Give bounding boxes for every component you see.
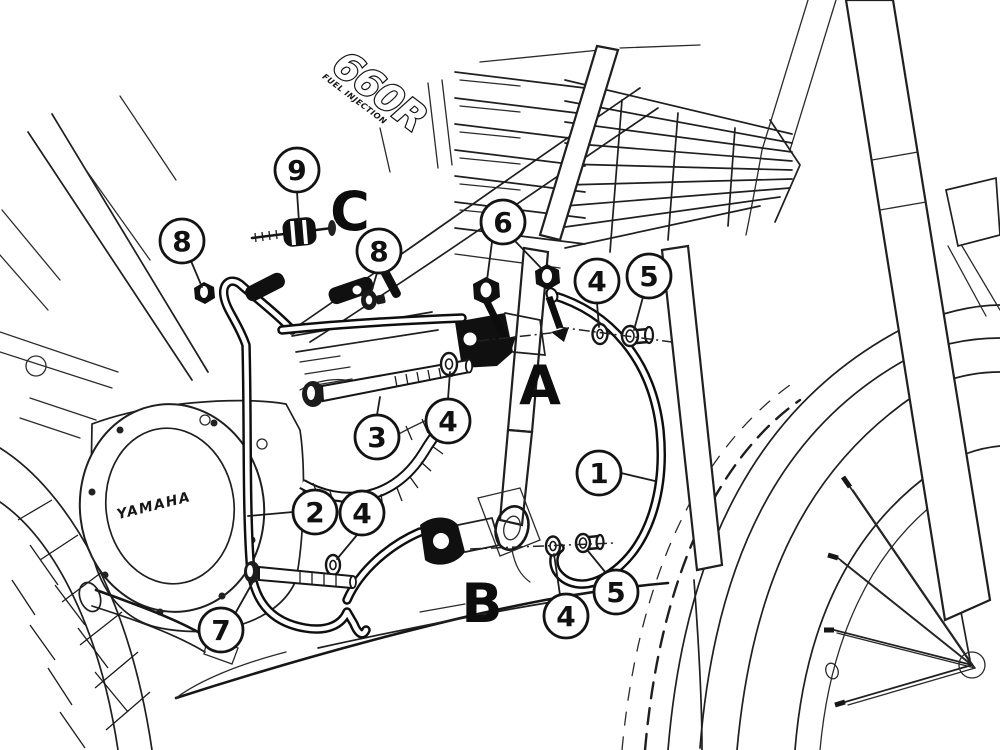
svg-text:4: 4 <box>352 497 371 530</box>
svg-text:3: 3 <box>367 421 386 454</box>
callout-5-bottom: 5 <box>592 568 640 616</box>
radiator-grille <box>454 44 801 269</box>
callout-4-top: 4 <box>573 257 621 305</box>
front-wheel <box>621 0 1000 750</box>
svg-text:7: 7 <box>211 614 230 647</box>
callout-8-right: 8 <box>355 227 403 275</box>
engine-guard <box>218 259 666 639</box>
bracket-b <box>420 517 502 565</box>
spacer-9 <box>250 217 336 247</box>
callout-4-left: 4 <box>338 489 386 537</box>
model-logo: 660R FUEL INJECTION <box>321 41 436 141</box>
axis-lines <box>469 326 673 550</box>
svg-text:9: 9 <box>287 154 306 187</box>
callouts: 9 8 8 6 4 5 3 4 2 4 1 5 4 7 <box>158 146 673 654</box>
frame-lines <box>0 0 837 439</box>
frame-downtubes <box>498 44 724 572</box>
tire-knobs <box>11 499 151 749</box>
bolt-3 <box>302 358 474 407</box>
washer-4-left <box>324 553 342 577</box>
svg-text:4: 4 <box>438 405 457 438</box>
svg-text:2: 2 <box>305 496 324 529</box>
bolt-7 <box>244 561 357 590</box>
callout-7: 7 <box>197 606 245 654</box>
washer-4-bottom <box>544 535 562 557</box>
svg-text:5: 5 <box>639 260 658 293</box>
svg-text:5: 5 <box>606 576 625 609</box>
marker-b: B <box>461 572 502 635</box>
nut-6-right <box>535 264 560 290</box>
svg-text:4: 4 <box>587 265 606 298</box>
svg-text:8: 8 <box>369 235 388 268</box>
callout-2: 2 <box>291 488 339 536</box>
nut-8-left <box>194 282 215 304</box>
callout-4-bottom: 4 <box>542 592 590 640</box>
leader-lines <box>190 191 656 613</box>
svg-text:4: 4 <box>556 600 575 633</box>
svg-text:1: 1 <box>589 457 608 490</box>
guard-left-loop <box>218 276 371 639</box>
washer-4-top <box>591 322 609 346</box>
svg-text:8: 8 <box>172 225 191 258</box>
svg-text:6: 6 <box>493 206 512 239</box>
callout-6: 6 <box>479 198 527 246</box>
washer-4-mid <box>439 351 459 377</box>
callout-1: 1 <box>575 449 623 497</box>
callout-5-top: 5 <box>625 252 673 300</box>
position-markers: C A B <box>330 180 561 635</box>
guard-lower-crossbar <box>342 527 425 605</box>
callout-3: 3 <box>353 413 401 461</box>
bolt-8-right <box>361 290 386 310</box>
insertion-arrows <box>483 295 569 352</box>
nut-6-left <box>473 277 500 305</box>
marker-a: A <box>519 354 561 417</box>
hardware-parts <box>194 217 655 590</box>
marker-c: C <box>330 180 370 243</box>
guard-upper-crossbar <box>277 313 467 335</box>
callout-8-left: 8 <box>158 217 206 265</box>
bolt-5-bottom <box>574 532 605 554</box>
callout-4-mid: 4 <box>424 397 472 445</box>
callout-9: 9 <box>273 146 321 194</box>
mounting-clamps <box>245 259 401 305</box>
front-fork-leg <box>844 0 992 622</box>
